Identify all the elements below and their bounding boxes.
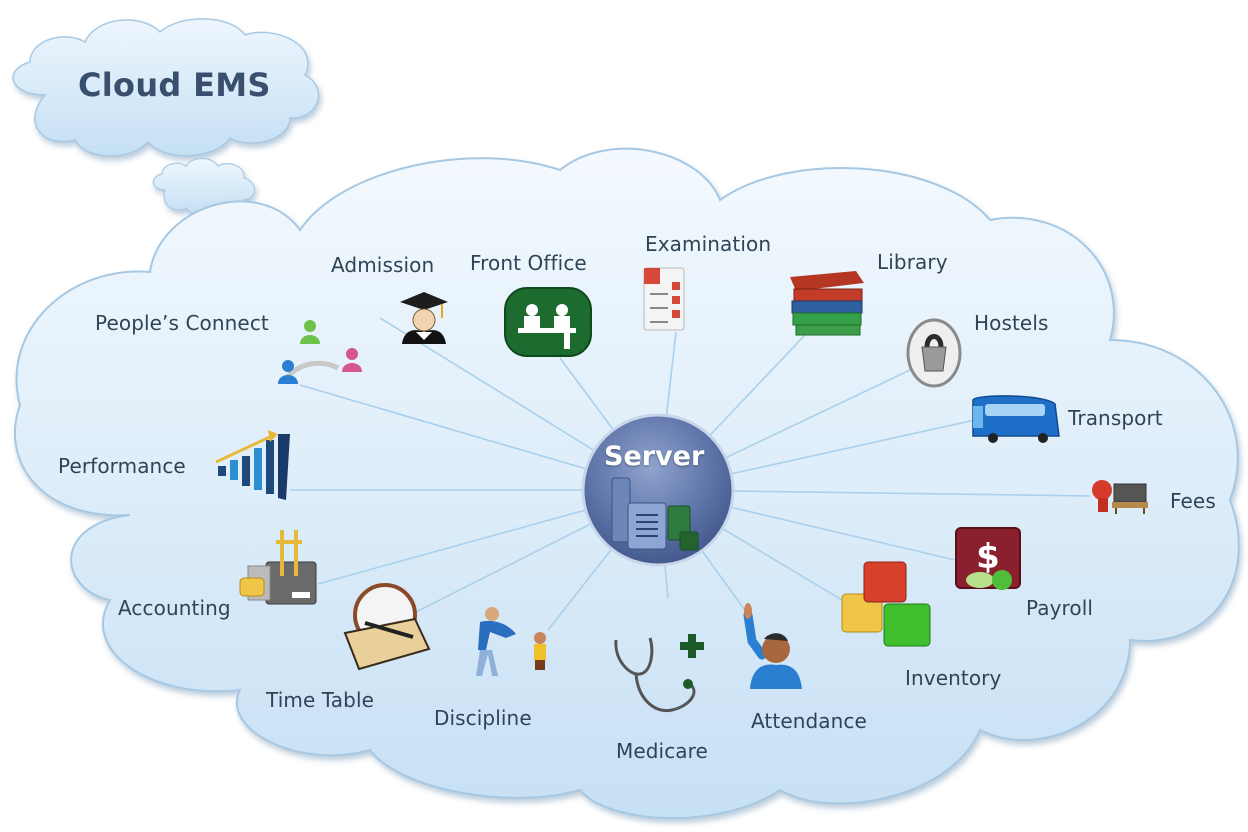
module-label-discipline: Discipline	[434, 706, 532, 730]
module-label-hostels: Hostels	[974, 311, 1049, 335]
module-label-library: Library	[877, 250, 948, 274]
boxes-icon	[841, 561, 931, 647]
module-label-accounting: Accounting	[118, 596, 231, 620]
title-cloud	[12, 18, 320, 157]
module-label-time-table: Time Table	[266, 688, 375, 712]
svg-text:$: $	[976, 537, 1000, 577]
reception-desk-icon	[504, 287, 592, 357]
graduate-icon	[400, 292, 448, 344]
server-hub[interactable]	[581, 413, 735, 567]
books-icon	[790, 271, 864, 336]
server-icon	[611, 477, 699, 551]
checklist-icon	[643, 267, 685, 331]
people-network-icon	[278, 320, 362, 384]
module-label-peoples-connect: People’s Connect	[95, 311, 269, 335]
raised-hand-icon	[743, 603, 802, 689]
module-label-admission: Admission	[331, 253, 435, 277]
stethoscope-icon	[614, 634, 704, 713]
module-label-transport: Transport	[1068, 406, 1163, 430]
module-label-inventory: Inventory	[905, 666, 1002, 690]
clock-notebook-icon	[343, 583, 431, 671]
module-label-payroll: Payroll	[1026, 596, 1094, 620]
module-label-front-office: Front Office	[470, 251, 587, 275]
hub-label: Server	[604, 441, 705, 472]
module-label-attendance: Attendance	[751, 709, 867, 733]
module-label-examination: Examination	[645, 232, 772, 256]
teacher-child-icon	[476, 607, 546, 676]
diagram-title: Cloud EMS	[78, 66, 271, 104]
calculator-icon	[239, 530, 317, 605]
bus-icon	[972, 395, 1060, 443]
dollar-icon: $	[955, 527, 1021, 590]
module-label-performance: Performance	[58, 454, 186, 478]
module-label-fees: Fees	[1170, 489, 1216, 513]
padlock-icon	[906, 318, 962, 388]
module-label-medicare: Medicare	[616, 739, 708, 763]
bar-chart-icon	[215, 430, 290, 500]
fees-cart-icon	[1092, 480, 1148, 514]
